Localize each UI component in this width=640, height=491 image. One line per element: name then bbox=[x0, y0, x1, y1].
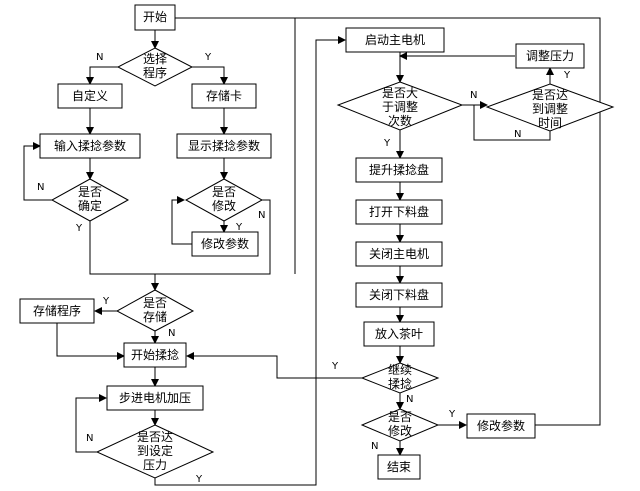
svg-text:开始揉捻: 开始揉捻 bbox=[131, 347, 179, 362]
svg-text:结束: 结束 bbox=[387, 460, 411, 474]
label-no: N bbox=[371, 441, 378, 452]
svg-text:启动主电机: 启动主电机 bbox=[365, 33, 425, 47]
svg-text:修改: 修改 bbox=[388, 423, 412, 438]
svg-text:揉捻: 揉捻 bbox=[388, 376, 412, 391]
node-adjust-pressure: 调整压力 bbox=[515, 43, 585, 69]
svg-text:存储程序: 存储程序 bbox=[33, 303, 81, 318]
svg-text:打开下料盘: 打开下料盘 bbox=[369, 204, 429, 219]
node-start-motor: 启动主电机 bbox=[345, 27, 445, 53]
label-yes: Y bbox=[448, 409, 456, 420]
node-input-params: 输入揉捻参数 bbox=[39, 133, 141, 159]
svg-text:次数: 次数 bbox=[388, 113, 412, 128]
decision-reach-pressure: 是否达 到设定 压力 bbox=[95, 424, 215, 479]
label-yes: Y bbox=[195, 474, 203, 485]
label-yes: Y bbox=[204, 52, 212, 63]
decision-more-than-adjust: 是否大 于调整 次数 bbox=[336, 81, 464, 131]
svg-text:是否达: 是否达 bbox=[137, 430, 173, 444]
svg-text:于调整: 于调整 bbox=[382, 99, 418, 114]
node-add-tea: 放入茶叶 bbox=[363, 321, 435, 347]
branch-labels: N Y N Y N Y Y N N Y N Y Y N Y N Y N bbox=[37, 52, 571, 485]
svg-text:程序: 程序 bbox=[143, 65, 167, 80]
node-modify-params-2: 修改参数 bbox=[466, 413, 536, 439]
decision-continue: 继续 揉捻 bbox=[360, 362, 440, 394]
label-no: N bbox=[514, 129, 521, 140]
node-lift-disk: 提升揉捻盘 bbox=[355, 157, 443, 183]
svg-text:关闭主电机: 关闭主电机 bbox=[369, 247, 429, 261]
node-stepper-press: 步进电机加压 bbox=[106, 385, 204, 411]
decision-choose-program: 选择 程序 bbox=[116, 47, 194, 87]
decision-confirm: 是否 确定 bbox=[50, 178, 130, 222]
svg-text:调整压力: 调整压力 bbox=[526, 48, 574, 63]
node-start-label: 开始 bbox=[143, 10, 167, 24]
label-no: N bbox=[406, 394, 413, 405]
svg-text:关闭下料盘: 关闭下料盘 bbox=[369, 287, 429, 302]
svg-text:自定义: 自定义 bbox=[72, 88, 108, 103]
node-storage-card: 存储卡 bbox=[191, 83, 257, 109]
node-start: 开始 bbox=[134, 4, 176, 31]
node-start-rolling: 开始揉捻 bbox=[123, 342, 187, 368]
svg-text:确定: 确定 bbox=[78, 198, 102, 213]
connectors-right bbox=[186, 17, 601, 456]
svg-text:放入茶叶: 放入茶叶 bbox=[375, 326, 423, 341]
svg-text:显示揉捻参数: 显示揉捻参数 bbox=[188, 138, 260, 153]
label-no: N bbox=[86, 433, 93, 444]
svg-text:时间: 时间 bbox=[538, 116, 562, 130]
label-yes: Y bbox=[235, 222, 243, 233]
node-open-hopper: 打开下料盘 bbox=[355, 199, 443, 225]
decision-save: 是否 存储 bbox=[115, 289, 195, 332]
label-yes: Y bbox=[331, 361, 339, 372]
label-yes: Y bbox=[383, 138, 391, 149]
label-no: N bbox=[470, 90, 477, 101]
svg-text:修改: 修改 bbox=[212, 198, 236, 213]
svg-text:继续: 继续 bbox=[388, 363, 412, 377]
node-end: 结束 bbox=[377, 454, 421, 480]
svg-text:压力: 压力 bbox=[143, 458, 167, 472]
svg-text:是否: 是否 bbox=[388, 410, 412, 424]
label-no: N bbox=[37, 182, 44, 193]
label-no: N bbox=[96, 52, 103, 63]
node-custom: 自定义 bbox=[57, 83, 123, 109]
svg-text:输入揉捻参数: 输入揉捻参数 bbox=[54, 138, 126, 153]
node-save-program: 存储程序 bbox=[19, 298, 95, 324]
svg-text:提升揉捻盘: 提升揉捻盘 bbox=[369, 162, 429, 177]
svg-text:存储卡: 存储卡 bbox=[206, 88, 242, 103]
svg-text:到调整: 到调整 bbox=[532, 101, 568, 116]
node-modify-params: 修改参数 bbox=[191, 231, 259, 257]
decision-adjust-time: 是否达 到调整 时间 bbox=[485, 83, 615, 132]
decision-modify-2: 是否 修改 bbox=[360, 408, 440, 442]
svg-text:是否达: 是否达 bbox=[532, 88, 568, 102]
svg-text:修改参数: 修改参数 bbox=[477, 418, 525, 433]
svg-text:选择: 选择 bbox=[143, 52, 167, 66]
label-yes: Y bbox=[102, 296, 110, 307]
svg-text:步进电机加压: 步进电机加压 bbox=[119, 391, 191, 405]
svg-text:是否: 是否 bbox=[143, 296, 167, 310]
node-close-hopper: 关闭下料盘 bbox=[355, 282, 443, 308]
svg-text:是否: 是否 bbox=[212, 185, 236, 199]
svg-text:是否: 是否 bbox=[78, 185, 102, 199]
svg-text:修改参数: 修改参数 bbox=[201, 236, 249, 251]
label-no: N bbox=[258, 210, 265, 221]
node-close-motor: 关闭主电机 bbox=[355, 241, 443, 267]
decision-modify: 是否 修改 bbox=[184, 178, 264, 222]
svg-text:存储: 存储 bbox=[143, 309, 167, 324]
label-yes: Y bbox=[563, 70, 571, 81]
label-no: N bbox=[168, 328, 175, 339]
svg-text:到设定: 到设定 bbox=[137, 443, 173, 458]
node-show-params: 显示揉捻参数 bbox=[176, 133, 272, 159]
svg-text:是否大: 是否大 bbox=[382, 86, 418, 100]
label-yes: Y bbox=[75, 223, 83, 234]
